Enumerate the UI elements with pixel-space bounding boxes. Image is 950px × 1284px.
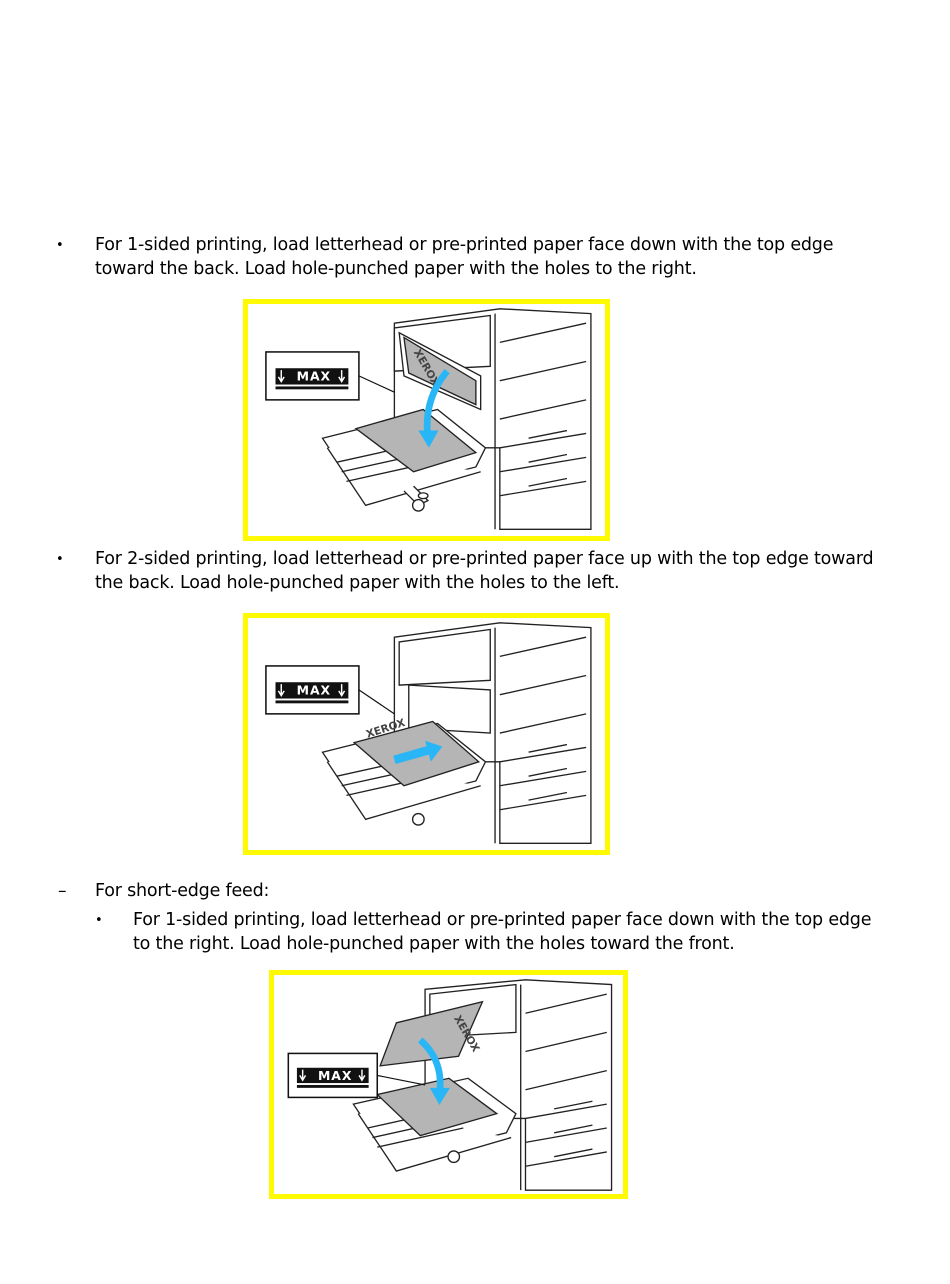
max-label: MAX xyxy=(318,1068,352,1083)
bullet-marker: • xyxy=(95,913,103,928)
dash-marker: – xyxy=(58,881,67,901)
max-label: MAX xyxy=(297,369,332,384)
printer-illustration: XEROX MAX xyxy=(287,979,613,1191)
instruction-text: For 1-sided printing, load letterhead or… xyxy=(133,910,872,954)
figure-2sided-long-edge: XEROX MAX xyxy=(243,613,610,855)
figure-1sided-short-edge: XEROX MAX xyxy=(269,970,628,1199)
instruction-text: For 1-sided printing, load letterhead or… xyxy=(95,235,834,279)
printer-illustration: XEROX MAX xyxy=(265,308,592,530)
bullet-marker: • xyxy=(56,552,64,567)
sub-heading: For short-edge feed: xyxy=(95,881,270,901)
bullet-marker: • xyxy=(56,238,64,253)
instruction-text: For 2-sided printing, load letterhead or… xyxy=(95,549,874,593)
figure-1sided-long-edge: XEROX MAX xyxy=(243,299,610,541)
max-label: MAX xyxy=(297,683,332,698)
printer-illustration: XEROX MAX xyxy=(265,622,592,844)
